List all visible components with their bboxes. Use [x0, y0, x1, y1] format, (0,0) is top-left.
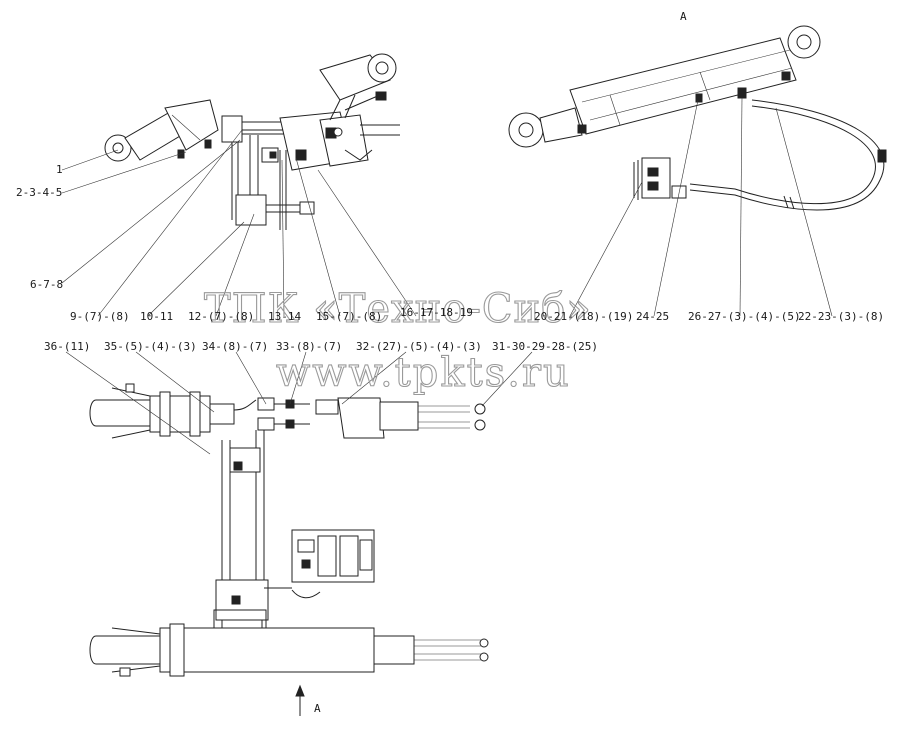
left-cylinder-iso	[104, 99, 219, 162]
vertical-pipes	[215, 430, 269, 632]
control-valve-iso	[279, 111, 400, 171]
view-a-assembly	[508, 25, 887, 211]
top-left-assembly	[104, 53, 400, 230]
callout-label: 34-(8)-(7)	[202, 340, 268, 353]
callout-label: 10-11	[140, 310, 173, 323]
bottom-valve-block	[264, 529, 375, 599]
arrow-label: A	[314, 702, 321, 715]
upper-fittings	[257, 397, 486, 439]
view-a-bracket	[633, 157, 687, 200]
leader-lines	[61, 97, 833, 455]
upper-cylinder-iso	[319, 53, 397, 121]
upper-cylinder-side	[89, 383, 257, 439]
callout-label: 22-23-(3)-(8)	[798, 310, 884, 323]
callout-label: 1	[56, 163, 63, 176]
callout-label: 15-(7)-(8)	[316, 310, 382, 323]
callout-labels: A 1 2-3-4-5 6-7-8 9-(7)-(8) 10-11 12-(7)…	[16, 10, 884, 715]
view-a-hose	[689, 99, 887, 211]
callout-label: 9-(7)-(8)	[70, 310, 130, 323]
callout-label: 2-3-4-5	[16, 186, 62, 199]
callout-label: 6-7-8	[30, 278, 63, 291]
bottom-assembly	[89, 383, 489, 716]
watermark-line-1: ТПК «Техно-Сиб»	[204, 286, 592, 332]
view-arrow-a	[295, 684, 305, 716]
pipe-manifold-iso	[221, 115, 315, 230]
callout-label: 13-14	[268, 310, 301, 323]
callout-label: 24-25	[636, 310, 669, 323]
callout-label: 12-(7)-(8)	[188, 310, 254, 323]
watermark: ТПК «Техно-Сиб» www.tpkts.ru	[203, 285, 592, 396]
view-a-cylinder	[508, 25, 821, 148]
callout-label: 20-21-(18)-(19)	[534, 310, 633, 323]
watermark-line-2: www.tpkts.ru	[276, 350, 571, 396]
callout-label: 32-(27)-(5)-(4)-(3)	[356, 340, 482, 353]
view-marker-label: A	[680, 10, 687, 23]
callout-label: 36-(11)	[44, 340, 90, 353]
callout-label: 16-17-18-19	[400, 306, 473, 319]
callout-label: 35-(5)-(4)-(3)	[104, 340, 197, 353]
callout-label: 31-30-29-28-(25)	[492, 340, 598, 353]
callout-label: 26-27-(3)-(4)-(5)	[688, 310, 801, 323]
callout-label: 33-(8)-(7)	[276, 340, 342, 353]
lower-cylinder-side	[89, 609, 489, 677]
